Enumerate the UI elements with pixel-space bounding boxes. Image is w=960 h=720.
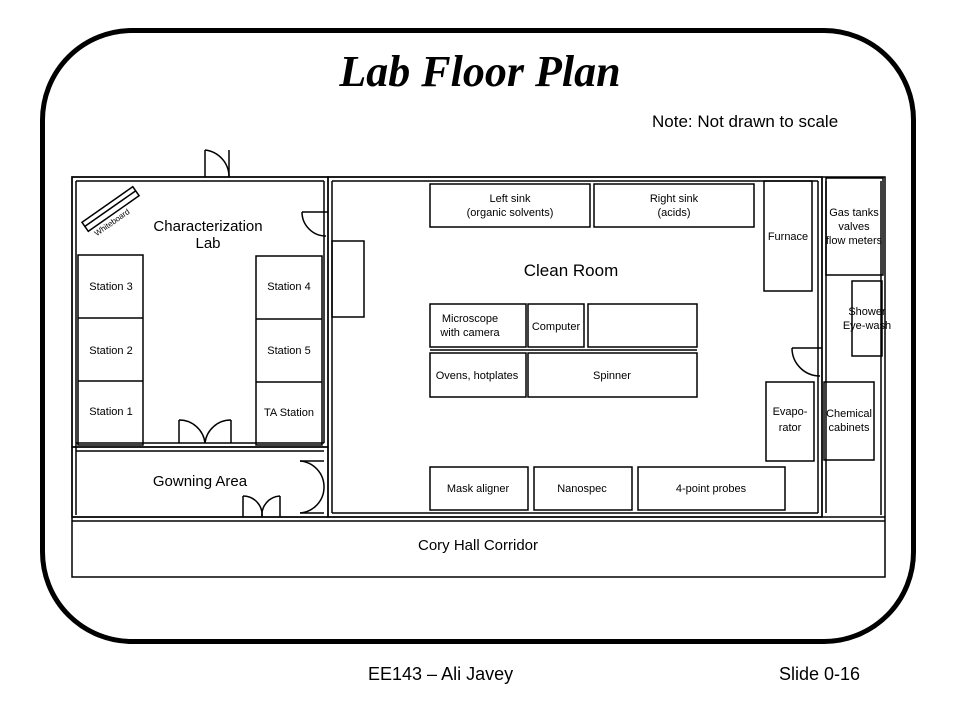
computer [527,303,585,348]
chemical-cabinets-label-1: Chemical [826,408,872,420]
left-sink-label-1: Left sink [490,193,531,205]
spinner [527,352,698,398]
mask-aligner-label: Mask aligner [447,483,510,495]
stations-left-block [77,254,144,446]
ovens-label: Ovens, hotplates [436,370,519,382]
microscope-label-1: Microscope [442,313,498,325]
ta-station-label: TA Station [264,407,314,419]
station-1-label: Station 1 [89,406,132,418]
microscope [429,303,527,348]
evaporator [765,381,815,462]
right-sink-label-2: (acids) [657,207,690,219]
characterization-lab-label-1: Characterization [153,218,262,235]
chemical-cabinets-label-2: cabinets [829,422,870,434]
shower-box [851,280,883,357]
evaporator-label-1: Evapo- [773,406,808,418]
left-sink-label-2: (organic solvents) [467,207,554,219]
corridor-label: Cory Hall Corridor [418,537,538,554]
service-area-door[interactable] [791,347,822,377]
mask-aligner [429,466,529,511]
station-5-label: Station 5 [267,345,310,357]
gas-tanks-label-1: Gas tanks [829,207,879,219]
gas-tanks-label-3: flow meters [826,235,883,247]
equipment-bench [587,303,698,348]
station-4-label: Station 4 [267,281,310,293]
ovens-hotplates [429,352,527,398]
whiteboard-label: Whiteboard [93,207,132,238]
right-sink [593,183,755,228]
left-sink [429,183,591,228]
probes-label: 4-point probes [676,483,747,495]
gas-tanks-box [825,177,884,276]
gowning-to-clean-room-double-door[interactable] [299,460,325,514]
right-sink-label-1: Right sink [650,193,699,205]
shower-label-1: Shower [848,306,886,318]
footer-author: EE143 – Ali Javey [368,664,514,684]
lab-to-gowning-double-door[interactable] [178,419,232,444]
station-3-label: Station 3 [89,281,132,293]
nanospec [533,466,633,511]
slide-title: Lab Floor Plan [339,47,621,96]
evaporator-label-2: rator [779,422,802,434]
clean-room-label: Clean Room [524,261,619,280]
slide-frame [40,28,916,644]
station-2-label: Station 2 [89,345,132,357]
corridor-double-door[interactable] [242,495,281,518]
computer-label: Computer [532,321,581,333]
characterization-lab-label-2: Lab [195,235,220,252]
gowning-area-label: Gowning Area [153,473,248,490]
stations-right-block [255,255,323,446]
shower-label-2: Eye-wash [843,320,891,332]
lab-entry-door[interactable] [204,149,230,178]
gas-tanks-label-2: valves [838,221,870,233]
microscope-label-2: with camera [439,327,500,339]
nanospec-label: Nanospec [557,483,607,495]
chemical-cabinets-box [823,381,875,461]
clean-room-bench [331,240,365,318]
spinner-label: Spinner [593,370,631,382]
whiteboard: Whiteboard [80,185,141,238]
footer-slide-number: Slide 0-16 [779,664,861,684]
furnace-label: Furnace [768,231,808,243]
four-point-probes [637,466,786,511]
clean-room-door-top[interactable] [301,211,328,237]
furnace [763,180,813,292]
scale-note: Note: Not drawn to scale [652,112,839,131]
